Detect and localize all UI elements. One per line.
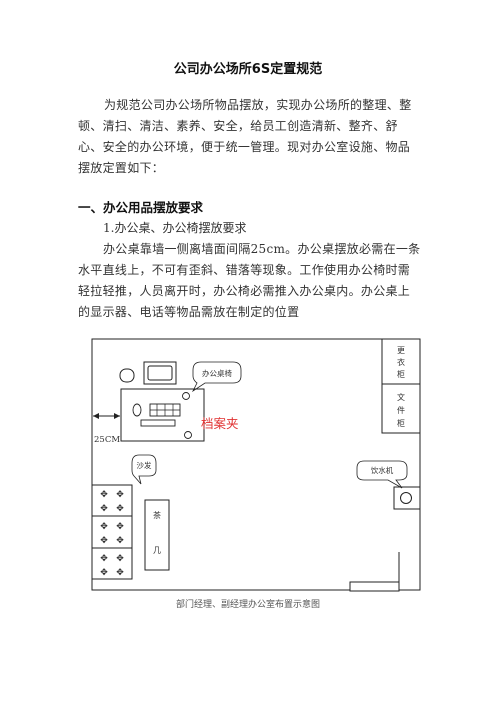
svg-text:✥: ✥ [116, 554, 124, 564]
change-cabinet-label-2: 衣 [397, 357, 405, 367]
file-cabinet: 文 件 柜 [381, 383, 421, 434]
change-cabinet: 更 衣 柜 [381, 338, 421, 385]
sofa-block-2: ✥ ✥ ✥ ✥ [91, 515, 133, 549]
distance-arrow [93, 413, 120, 419]
tea-table-label-2: 几 [153, 546, 161, 555]
svg-text:✥: ✥ [116, 504, 124, 514]
tea-table-label-1: 茶 [153, 510, 161, 520]
desk-chair-label: 办公桌椅 [202, 368, 232, 378]
page-title: 公司办公场所6S定置规范 [173, 62, 323, 77]
intro-paragraph: 为规范公司办公场所物品摆放，实现办公场所的整理、整顿、清扫、清洁、素养、安全，给… [78, 95, 420, 179]
sofa-callout: 沙发 [131, 454, 157, 485]
svg-text:✥: ✥ [100, 554, 108, 564]
intro-text: 为规范公司办公场所物品摆放，实现办公场所的整理、整顿、清扫、清洁、素养、安全，给… [78, 98, 412, 175]
file-cabinet-label-2: 件 [397, 405, 405, 415]
sofa-block-3: ✥ ✥ ✥ ✥ [91, 547, 133, 580]
tea-table: 茶 几 [144, 499, 170, 571]
desk-chair-callout: 办公桌椅 [191, 361, 242, 393]
svg-text:✥: ✥ [116, 522, 124, 532]
water-dispenser-callout: 饮水机 [356, 460, 408, 489]
change-cabinet-label-1: 更 [397, 346, 405, 355]
change-cabinet-label-3: 柜 [397, 369, 405, 379]
section1-heading: 一、办公用品摆放要求 [78, 200, 204, 215]
sofa-block-1: ✥ ✥ ✥ ✥ [91, 484, 133, 517]
desk-item-circle-bottom [184, 431, 192, 439]
svg-text:✥: ✥ [100, 522, 108, 532]
sofa-label: 沙发 [137, 460, 152, 470]
keyboard-grid [149, 403, 181, 417]
printer-inner-shape [147, 365, 173, 381]
printer-shape [143, 361, 177, 385]
svg-text:✥: ✥ [100, 536, 108, 546]
room-outline [91, 338, 421, 591]
section1-paragraph: 办公桌靠墙一侧离墙面间隔25cm。办公桌摆放必需在一条水平直线上，不可有歪斜、错… [78, 239, 422, 323]
section1-text: 办公桌靠墙一侧离墙面间隔25cm。办公桌摆放必需在一条水平直线上，不可有歪斜、错… [78, 242, 421, 319]
svg-text:✥: ✥ [100, 568, 108, 578]
door [349, 552, 400, 592]
wastebasket-shape [119, 368, 135, 383]
office-desk [120, 388, 205, 442]
section1-subheading: 1.办公桌、办公椅摆放要求 [103, 221, 247, 235]
file-cabinet-label-3: 柜 [397, 418, 405, 428]
desk-item-circle-top [182, 392, 190, 400]
svg-text:✥: ✥ [100, 490, 108, 500]
water-dispenser-label: 饮水机 [371, 465, 394, 475]
svg-text:✥: ✥ [100, 504, 108, 514]
svg-text:✥: ✥ [116, 490, 124, 500]
distance-label: 25CM [94, 435, 120, 445]
file-cabinet-label-1: 文 [397, 392, 405, 402]
water-dispenser [393, 486, 421, 510]
archive-folder-label: 档案夹 [201, 416, 239, 431]
monitor-shape [140, 419, 176, 427]
diagram-caption: 部门经理、副经理办公室布置示意图 [175, 600, 320, 610]
svg-text:✥: ✥ [116, 536, 124, 546]
phone-shape [132, 403, 142, 417]
svg-text:✥: ✥ [116, 568, 124, 578]
